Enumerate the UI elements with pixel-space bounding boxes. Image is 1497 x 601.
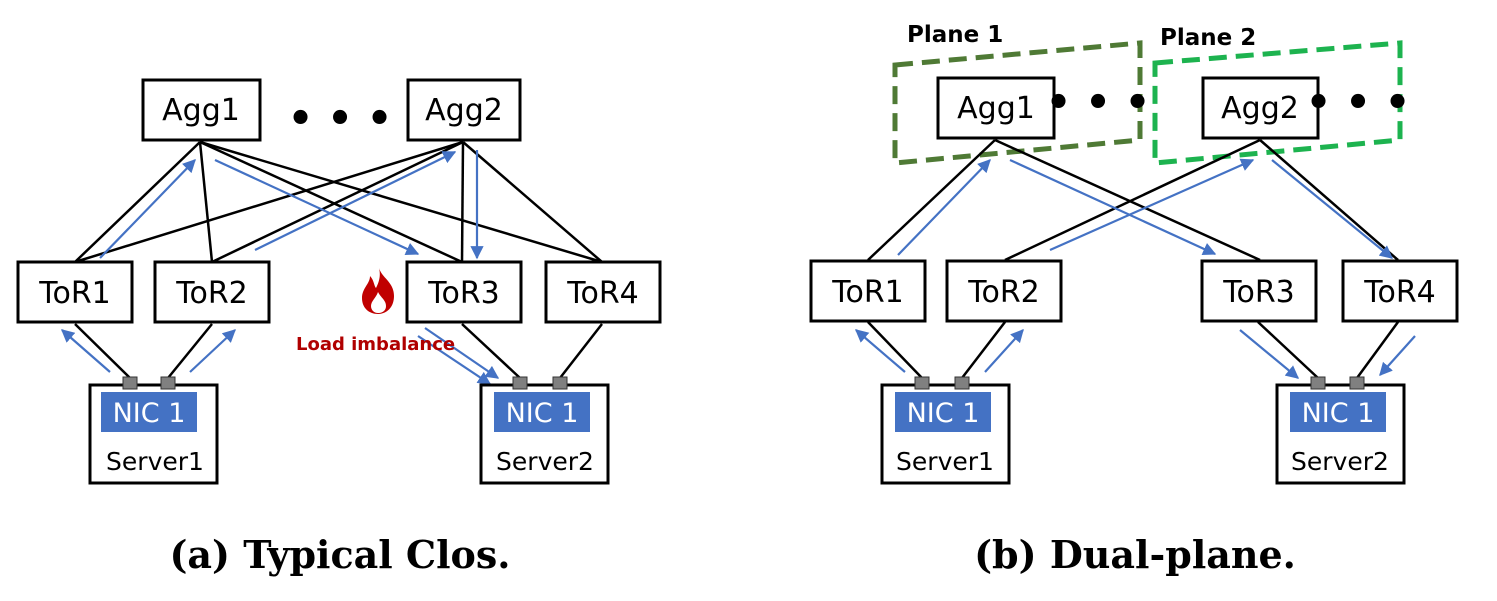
tor2-label: ToR2 [175,276,248,311]
agg2-label: Agg2 [1221,91,1299,126]
agg1-switch: Agg1 [936,76,1056,140]
caption-b: (b) Dual-plane. [974,532,1296,577]
agg-ellipsis: • • • [288,96,393,142]
server2-label: Server2 [1291,447,1389,476]
dual-plane-diagram: Plane 1 Plane 2 Agg1 [809,22,1459,577]
tor1-label: ToR1 [831,275,904,310]
server2: NIC 1 Server2 [479,376,610,485]
nic-label: NIC 1 [506,398,579,429]
agg2-label: Agg2 [425,93,503,128]
server2: NIC 1 Server2 [1275,376,1406,485]
links-tor-server [867,321,1400,379]
tor2-switch: ToR2 [945,259,1063,323]
tor4-label: ToR4 [566,276,639,311]
agg-ellipsis: • • • [1046,80,1151,126]
tor3-switch: ToR3 [405,260,523,324]
tor4-switch: ToR4 [1341,259,1459,323]
load-imbalance-label: Load imbalance [296,334,455,355]
traffic-flows [61,150,500,385]
server1-label: Server1 [896,447,994,476]
tor2-label: ToR2 [967,275,1040,310]
nic-chip [1290,392,1386,432]
plane2-label: Plane 2 [1160,25,1256,51]
nic-label: NIC 1 [1302,398,1375,429]
nic-label: NIC 1 [113,398,186,429]
agg1-label: Agg1 [162,93,240,128]
nic-label: NIC 1 [907,398,980,429]
tor3-label: ToR3 [1222,275,1295,310]
server2-label: Server2 [496,447,594,476]
links-agg-tor [867,138,1399,262]
tor4-label: ToR4 [1363,275,1436,310]
typical-clos-diagram: Agg1 • • • Agg2 ToR1 ToR2 ToR3 ToR4 [16,78,662,577]
plane1-outline [892,40,1143,166]
tor1-switch: ToR1 [16,260,134,324]
server1: NIC 1 Server1 [880,376,1011,485]
tor1-switch: ToR1 [809,259,927,323]
traffic-flows [854,158,1416,379]
plane1-label: Plane 1 [907,22,1003,48]
nic-chip [101,392,197,432]
server1: NIC 1 Server1 [88,376,219,485]
plane2-outline [1152,40,1403,166]
tor2-switch: ToR2 [153,260,271,324]
agg2-switch: Agg2 [406,78,522,142]
agg1-label: Agg1 [957,91,1035,126]
tor1-label: ToR1 [38,276,111,311]
nic-chip [895,392,991,432]
tor4-switch: ToR4 [544,260,662,324]
links-agg-tor [74,140,603,264]
agg2-switch: Agg2 [1201,76,1320,140]
agg1-switch: Agg1 [141,78,262,142]
tor3-switch: ToR3 [1200,259,1318,323]
server1-label: Server1 [106,447,204,476]
caption-a: (a) Typical Clos. [169,532,510,577]
fire-icon [362,268,394,314]
links-tor-server [74,323,603,379]
nic-chip [494,392,590,432]
tor3-label: ToR3 [427,276,500,311]
agg-ellipsis: • • • [1306,80,1411,126]
